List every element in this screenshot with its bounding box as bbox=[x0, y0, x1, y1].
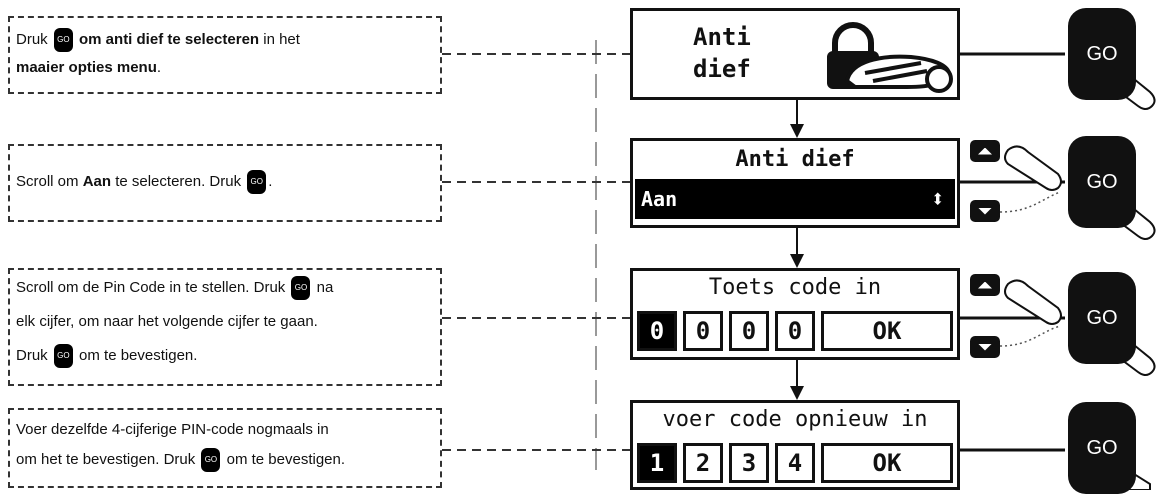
screen-3-title: Toets code in bbox=[708, 275, 882, 300]
step-4-line-2: om het te bevestigen. Druk GO om te beve… bbox=[16, 444, 434, 476]
lcd-screen-3: Toets code in 0 0 0 0 OK bbox=[630, 268, 960, 360]
screen-1-line-1: Anti bbox=[693, 23, 751, 51]
step-3-text-3: Druk bbox=[16, 347, 48, 364]
go-icon: GO bbox=[247, 170, 267, 195]
mower-icon bbox=[844, 54, 953, 93]
dotted-link-2 bbox=[999, 191, 1061, 213]
hand-pointer-icon bbox=[1004, 145, 1062, 325]
screen-2-selected-row: Aan ⬍ bbox=[635, 179, 955, 219]
step-2-text-mid: te selecteren. Druk bbox=[115, 173, 242, 190]
screen-4-code-row: 1 2 3 4 OK bbox=[637, 443, 953, 483]
step-3-text-3-post: om te bevestigen. bbox=[79, 347, 198, 364]
flow-arrow-3 bbox=[790, 360, 804, 400]
code-digit-4: 4 bbox=[775, 443, 815, 483]
code-digit-1: 1 bbox=[637, 443, 677, 483]
step-3-line-3: Druk GO om te bevestigen. bbox=[16, 340, 434, 372]
go-button[interactable]: GO bbox=[1068, 136, 1136, 228]
step-4-text: om het te bevestigen. Druk bbox=[16, 451, 196, 468]
dotted-link-3 bbox=[999, 325, 1061, 347]
step-4-line-1: Voer dezelfde 4-cijferige PIN-code nogma… bbox=[16, 421, 329, 438]
screen-4-title: voer code opnieuw in bbox=[662, 407, 928, 432]
screen-2-title: Anti dief bbox=[735, 147, 855, 172]
step-1-line-1: Druk GO om anti dief te selecteren in he… bbox=[16, 24, 434, 56]
screen-3-code-row: 0 0 0 0 OK bbox=[637, 311, 953, 351]
code-digit-1: 0 bbox=[637, 311, 677, 351]
step-4-text-post: om te bevestigen. bbox=[226, 451, 346, 468]
step-3-text-post: na bbox=[316, 279, 334, 296]
go-button[interactable]: GO bbox=[1068, 272, 1136, 364]
code-digit-2: 2 bbox=[683, 443, 723, 483]
step-1-bold: om anti dief te selecteren bbox=[79, 31, 260, 48]
step-2-box: Scroll om Aan te selecteren. Druk GO. bbox=[8, 144, 442, 222]
step-2-bold: Aan bbox=[82, 173, 112, 190]
go-button[interactable]: GO bbox=[1068, 402, 1136, 494]
step-1-menu-name: maaier opties menu bbox=[16, 59, 157, 76]
down-arrow-button[interactable] bbox=[970, 200, 1000, 222]
code-digit-3: 3 bbox=[729, 443, 769, 483]
code-digit-4: 0 bbox=[775, 311, 815, 351]
lcd-screen-4: voer code opnieuw in 1 2 3 4 OK bbox=[630, 400, 960, 490]
lcd-screen-1: Anti dief bbox=[630, 8, 960, 100]
scroll-updown-icon: ⬍ bbox=[930, 185, 945, 213]
go-button[interactable]: GO bbox=[1068, 8, 1136, 100]
step-1-box: Druk GO om anti dief te selecteren in he… bbox=[8, 16, 442, 94]
down-arrow-button[interactable] bbox=[970, 336, 1000, 358]
screen-1-title: Anti dief bbox=[693, 21, 751, 85]
code-digit-2: 0 bbox=[683, 311, 723, 351]
up-arrow-button[interactable] bbox=[970, 274, 1000, 296]
go-icon: GO bbox=[53, 28, 73, 53]
step-1-line-2: maaier opties menu. bbox=[16, 52, 434, 84]
flow-arrow-2 bbox=[790, 228, 804, 268]
lcd-screen-2: Anti dief Aan ⬍ bbox=[630, 138, 960, 228]
step-4-box: Voer dezelfde 4-cijferige PIN-code nogma… bbox=[8, 408, 442, 488]
code-ok: OK bbox=[821, 443, 953, 483]
screen-2-selected-value: Aan bbox=[641, 187, 678, 211]
flow-arrow-1 bbox=[790, 100, 804, 138]
go-icon: GO bbox=[201, 448, 221, 473]
go-icon: GO bbox=[53, 344, 73, 369]
code-ok: OK bbox=[821, 311, 953, 351]
step-1-period: . bbox=[156, 59, 162, 76]
lock-mower-icon bbox=[827, 22, 953, 93]
code-digit-3: 0 bbox=[729, 311, 769, 351]
go-icon: GO bbox=[291, 276, 311, 301]
step-3-text: Scroll om de Pin Code in te stellen. Dru… bbox=[16, 279, 286, 296]
step-3-line-1: Scroll om de Pin Code in te stellen. Dru… bbox=[16, 272, 434, 304]
step-3-line-2: elk cijfer, om naar het volgende cijfer … bbox=[16, 313, 318, 330]
screen-1-line-2: dief bbox=[693, 55, 751, 83]
step-1-text-post: in het bbox=[263, 31, 300, 48]
step-2-period: . bbox=[268, 173, 273, 190]
up-arrow-button[interactable] bbox=[970, 140, 1000, 162]
step-3-box: Scroll om de Pin Code in te stellen. Dru… bbox=[8, 268, 442, 386]
step-1-text: Druk bbox=[16, 31, 48, 48]
step-2-text: Scroll om bbox=[16, 173, 79, 190]
